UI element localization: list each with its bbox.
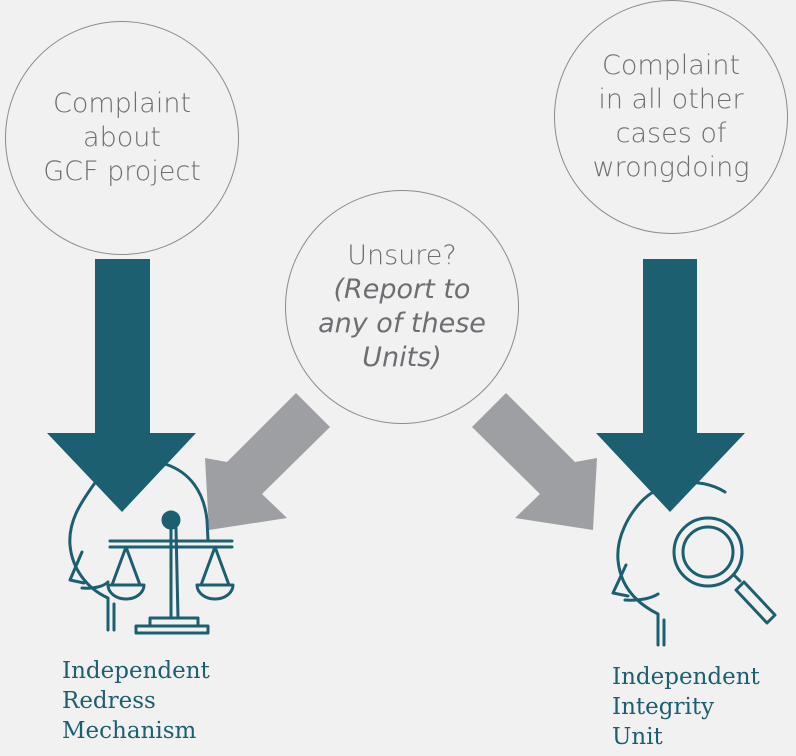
label-independent-redress-mechanism: Independent Redress Mechanism [62, 656, 210, 746]
circle-line: Complaint [52, 88, 192, 119]
circle-line: Units) [362, 342, 442, 373]
circle-line: any of these [318, 308, 486, 339]
label-line: Independent [62, 658, 210, 684]
circle-line: in all other [598, 84, 744, 115]
circle-complaint-gcf: Complaint about GCF project [5, 21, 239, 255]
label-line: Mechanism [62, 718, 197, 744]
circle-line: GCF project [43, 156, 201, 187]
label-line: Redress [62, 688, 156, 714]
label-line: Independent [612, 664, 760, 690]
label-line: Integrity [612, 694, 715, 720]
circle-line: about [83, 122, 161, 153]
label-line: Unit [612, 724, 663, 750]
arrow-to-irm [47, 259, 196, 512]
circle-unsure: Unsure? (Report to any of these Units) [285, 190, 519, 424]
circle-line: cases of [615, 118, 727, 149]
label-independent-integrity-unit: Independent Integrity Unit [612, 662, 760, 752]
circle-line: wrongdoing [592, 152, 750, 183]
circle-line: Complaint [601, 50, 741, 81]
circle-title: Unsure? [347, 240, 457, 271]
scales-head-icon [68, 459, 235, 635]
arrow-unsure-to-irm [205, 393, 330, 530]
magnifier-head-icon [611, 480, 777, 647]
circle-complaint-other: Complaint in all other cases of wrongdoi… [554, 0, 788, 234]
circle-line: (Report to [333, 274, 471, 305]
arrow-unsure-to-iiu [472, 393, 597, 530]
arrow-to-iiu [596, 259, 745, 512]
